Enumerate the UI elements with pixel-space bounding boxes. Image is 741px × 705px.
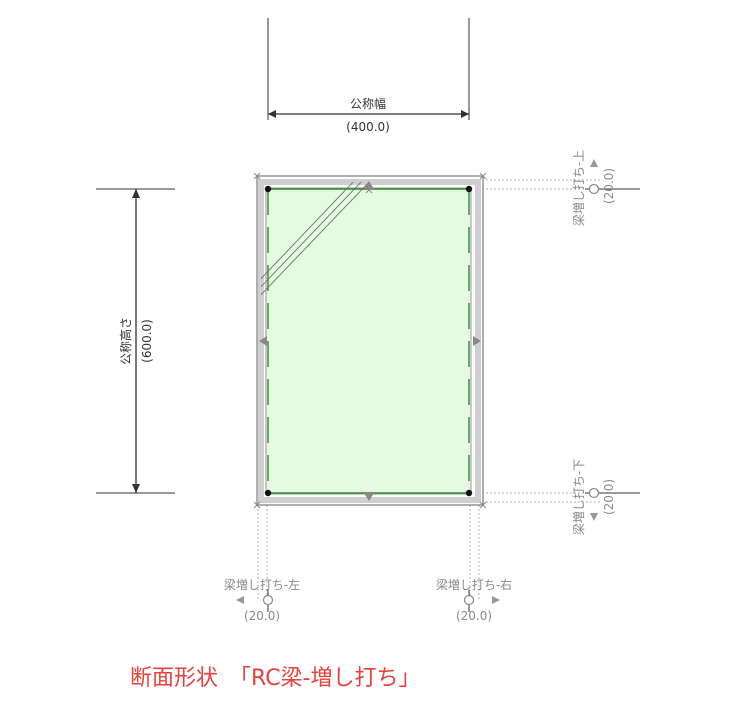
top-value: (20.0) (602, 168, 616, 204)
right-handle-icon[interactable] (473, 336, 481, 346)
concrete-fill (266, 188, 471, 494)
right-value: (20.0) (456, 609, 492, 623)
corner-marks (253, 172, 487, 509)
right-grip-icon[interactable] (463, 594, 475, 606)
arrow-left-icon (268, 110, 276, 118)
left-value: (20.0) (244, 609, 280, 623)
left-handle-icon[interactable] (259, 336, 267, 346)
top-topping-dimension: 梁増し打ち-上 (20.0) (571, 150, 640, 226)
width-label: 公称幅 (350, 96, 386, 111)
rebar-dot (264, 489, 272, 497)
rebar-dot (465, 185, 473, 193)
width-dimension: 公称幅 (400.0) (267, 18, 470, 134)
height-dimension: 公称高さ (600.0) (96, 188, 175, 494)
bottom-value: (20.0) (602, 479, 616, 515)
section-caption: 断面形状 「RC梁-増し打ち」 (130, 666, 421, 691)
bottom-grip-icon[interactable] (588, 487, 600, 499)
top-arrow-icon[interactable] (590, 159, 598, 167)
rebar-dot (465, 489, 473, 497)
left-arrow-icon[interactable] (236, 596, 244, 604)
right-label: 梁増し打ち-右 (436, 577, 512, 592)
top-grip-icon[interactable] (588, 183, 600, 195)
arrow-down-icon (132, 484, 140, 493)
guide-lines (257, 179, 600, 600)
right-topping-dimension: 梁増し打ち-右 (20.0) (436, 577, 512, 623)
height-value: (600.0) (140, 319, 154, 363)
arrow-right-icon (461, 110, 469, 118)
arrow-up-icon (132, 189, 140, 198)
right-arrow-icon[interactable] (492, 596, 500, 604)
bottom-label: 梁増し打ち-下 (571, 459, 586, 535)
width-value: (400.0) (346, 120, 390, 134)
left-label: 梁増し打ち-左 (224, 577, 300, 592)
rebar-dot (264, 185, 272, 193)
left-grip-icon[interactable] (262, 594, 274, 606)
top-label: 梁増し打ち-上 (571, 150, 586, 226)
left-topping-dimension: 梁増し打ち-左 (20.0) (224, 577, 300, 623)
bottom-topping-dimension: 梁増し打ち-下 (20.0) (571, 459, 640, 535)
bottom-arrow-icon[interactable] (590, 513, 598, 521)
hatch-lines (261, 182, 370, 296)
height-label: 公称高さ (118, 317, 133, 365)
bottom-handle-icon[interactable] (364, 493, 374, 501)
beam-section (253, 172, 487, 509)
